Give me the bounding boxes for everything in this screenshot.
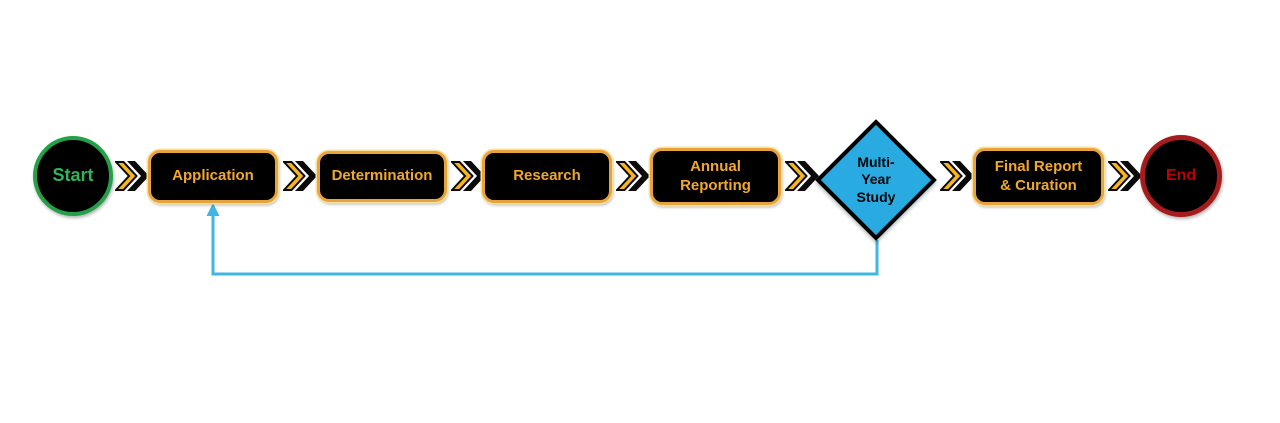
node-determination: Determination xyxy=(317,151,447,202)
node-application: Application xyxy=(148,150,278,203)
flow-chevron-icon xyxy=(1108,161,1142,191)
node-label: End xyxy=(1165,167,1197,185)
node-start: Start xyxy=(33,136,113,216)
node-final-report-curation: Final Report & Curation xyxy=(973,148,1104,205)
flow-chevron-icon xyxy=(115,161,149,191)
node-label: Annual Reporting xyxy=(680,158,751,194)
node-label: Start xyxy=(52,165,94,186)
node-annual-reporting: Annual Reporting xyxy=(650,148,781,205)
flow-chevron-icon xyxy=(616,161,650,191)
flow-chevron-icon xyxy=(283,161,317,191)
node-label: Application xyxy=(172,167,254,185)
node-label: Research xyxy=(513,167,581,185)
node-research: Research xyxy=(482,150,612,203)
feedback-line xyxy=(211,214,879,276)
node-end: End xyxy=(1140,135,1222,217)
feedback-arrowhead-icon xyxy=(206,203,220,216)
flow-chevron-icon xyxy=(785,161,819,191)
node-label: Determination xyxy=(331,167,433,185)
flow-chevron-icon xyxy=(451,161,485,191)
flow-chevron-icon xyxy=(940,161,974,191)
node-label: Final Report & Curation xyxy=(994,158,1083,194)
node-label: Multi- Year Study xyxy=(856,153,896,205)
